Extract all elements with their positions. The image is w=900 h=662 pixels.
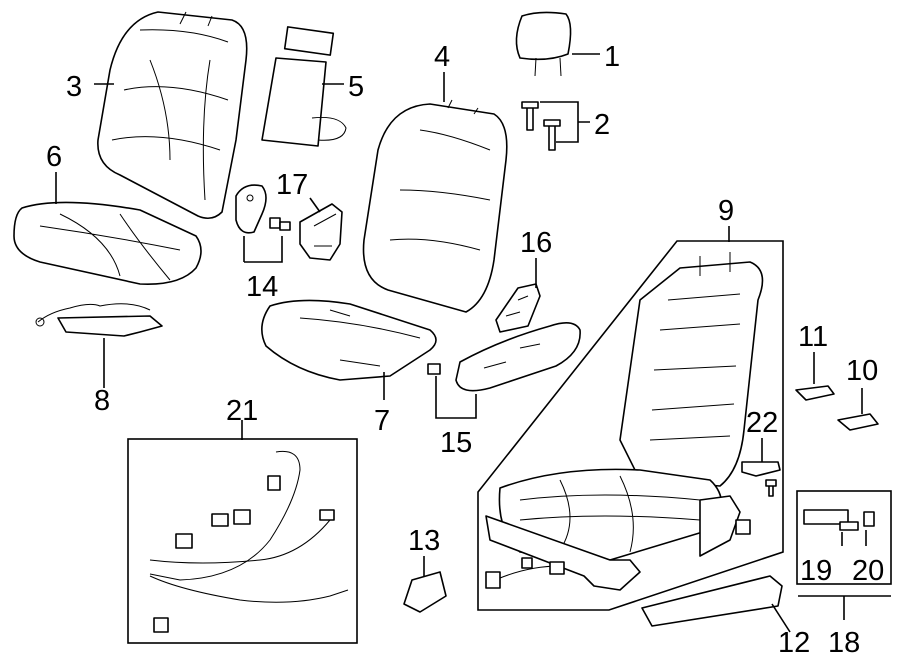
part-18-switch-group	[796, 490, 892, 585]
part-16-bracket	[495, 283, 541, 333]
callout-6: 6	[46, 141, 62, 173]
part-14-side-cover	[235, 184, 291, 234]
part-9-loose-parts	[485, 519, 751, 589]
part-2-guides	[521, 101, 561, 151]
callout-5: 5	[348, 71, 364, 103]
callout-8: 8	[94, 385, 110, 417]
callout-20: 20	[852, 555, 884, 587]
part-21-wire-harness	[127, 438, 358, 644]
part-5-heater-pad	[261, 26, 347, 147]
callout-19: 19	[800, 555, 832, 587]
callout-14: 14	[246, 271, 278, 303]
part-3-seatback-cover	[97, 11, 248, 220]
callout-16: 16	[520, 227, 552, 259]
callout-18: 18	[828, 627, 860, 659]
part-7-cushion-pad	[261, 299, 437, 381]
part-4-seatback-cover	[362, 99, 508, 313]
part-11-clip	[795, 385, 835, 401]
leader-lines	[55, 53, 891, 633]
callout-17: 17	[276, 169, 308, 201]
callout-9: 9	[718, 195, 734, 227]
callout-11: 11	[798, 321, 828, 353]
callout-7: 7	[374, 405, 390, 437]
callout-numbers: 1 2 3 4 5 6 7 8 9 10 11 12 13 14 15 16 1…	[46, 41, 884, 659]
callout-15: 15	[440, 427, 472, 459]
callout-10: 10	[846, 355, 878, 387]
callout-12: 12	[778, 627, 810, 659]
callout-4: 4	[434, 41, 450, 73]
callout-2: 2	[594, 109, 610, 141]
part-9-seat-frame	[477, 240, 784, 611]
part-8-cushion-heater	[35, 303, 163, 337]
callout-21: 21	[226, 395, 258, 427]
part-1-headrest	[515, 11, 572, 77]
part-6-cushion-cover	[13, 201, 202, 285]
part-15-side-trim	[427, 322, 581, 392]
part-22-clip	[741, 461, 781, 497]
callout-1: 1	[604, 41, 620, 73]
part-13-bracket	[403, 571, 447, 613]
callout-22: 22	[746, 407, 778, 439]
part-10-clip	[837, 413, 879, 431]
callout-13: 13	[408, 525, 440, 557]
part-17-bracket	[299, 203, 343, 261]
part-12-under-cover	[641, 575, 783, 627]
callout-3: 3	[66, 71, 82, 103]
